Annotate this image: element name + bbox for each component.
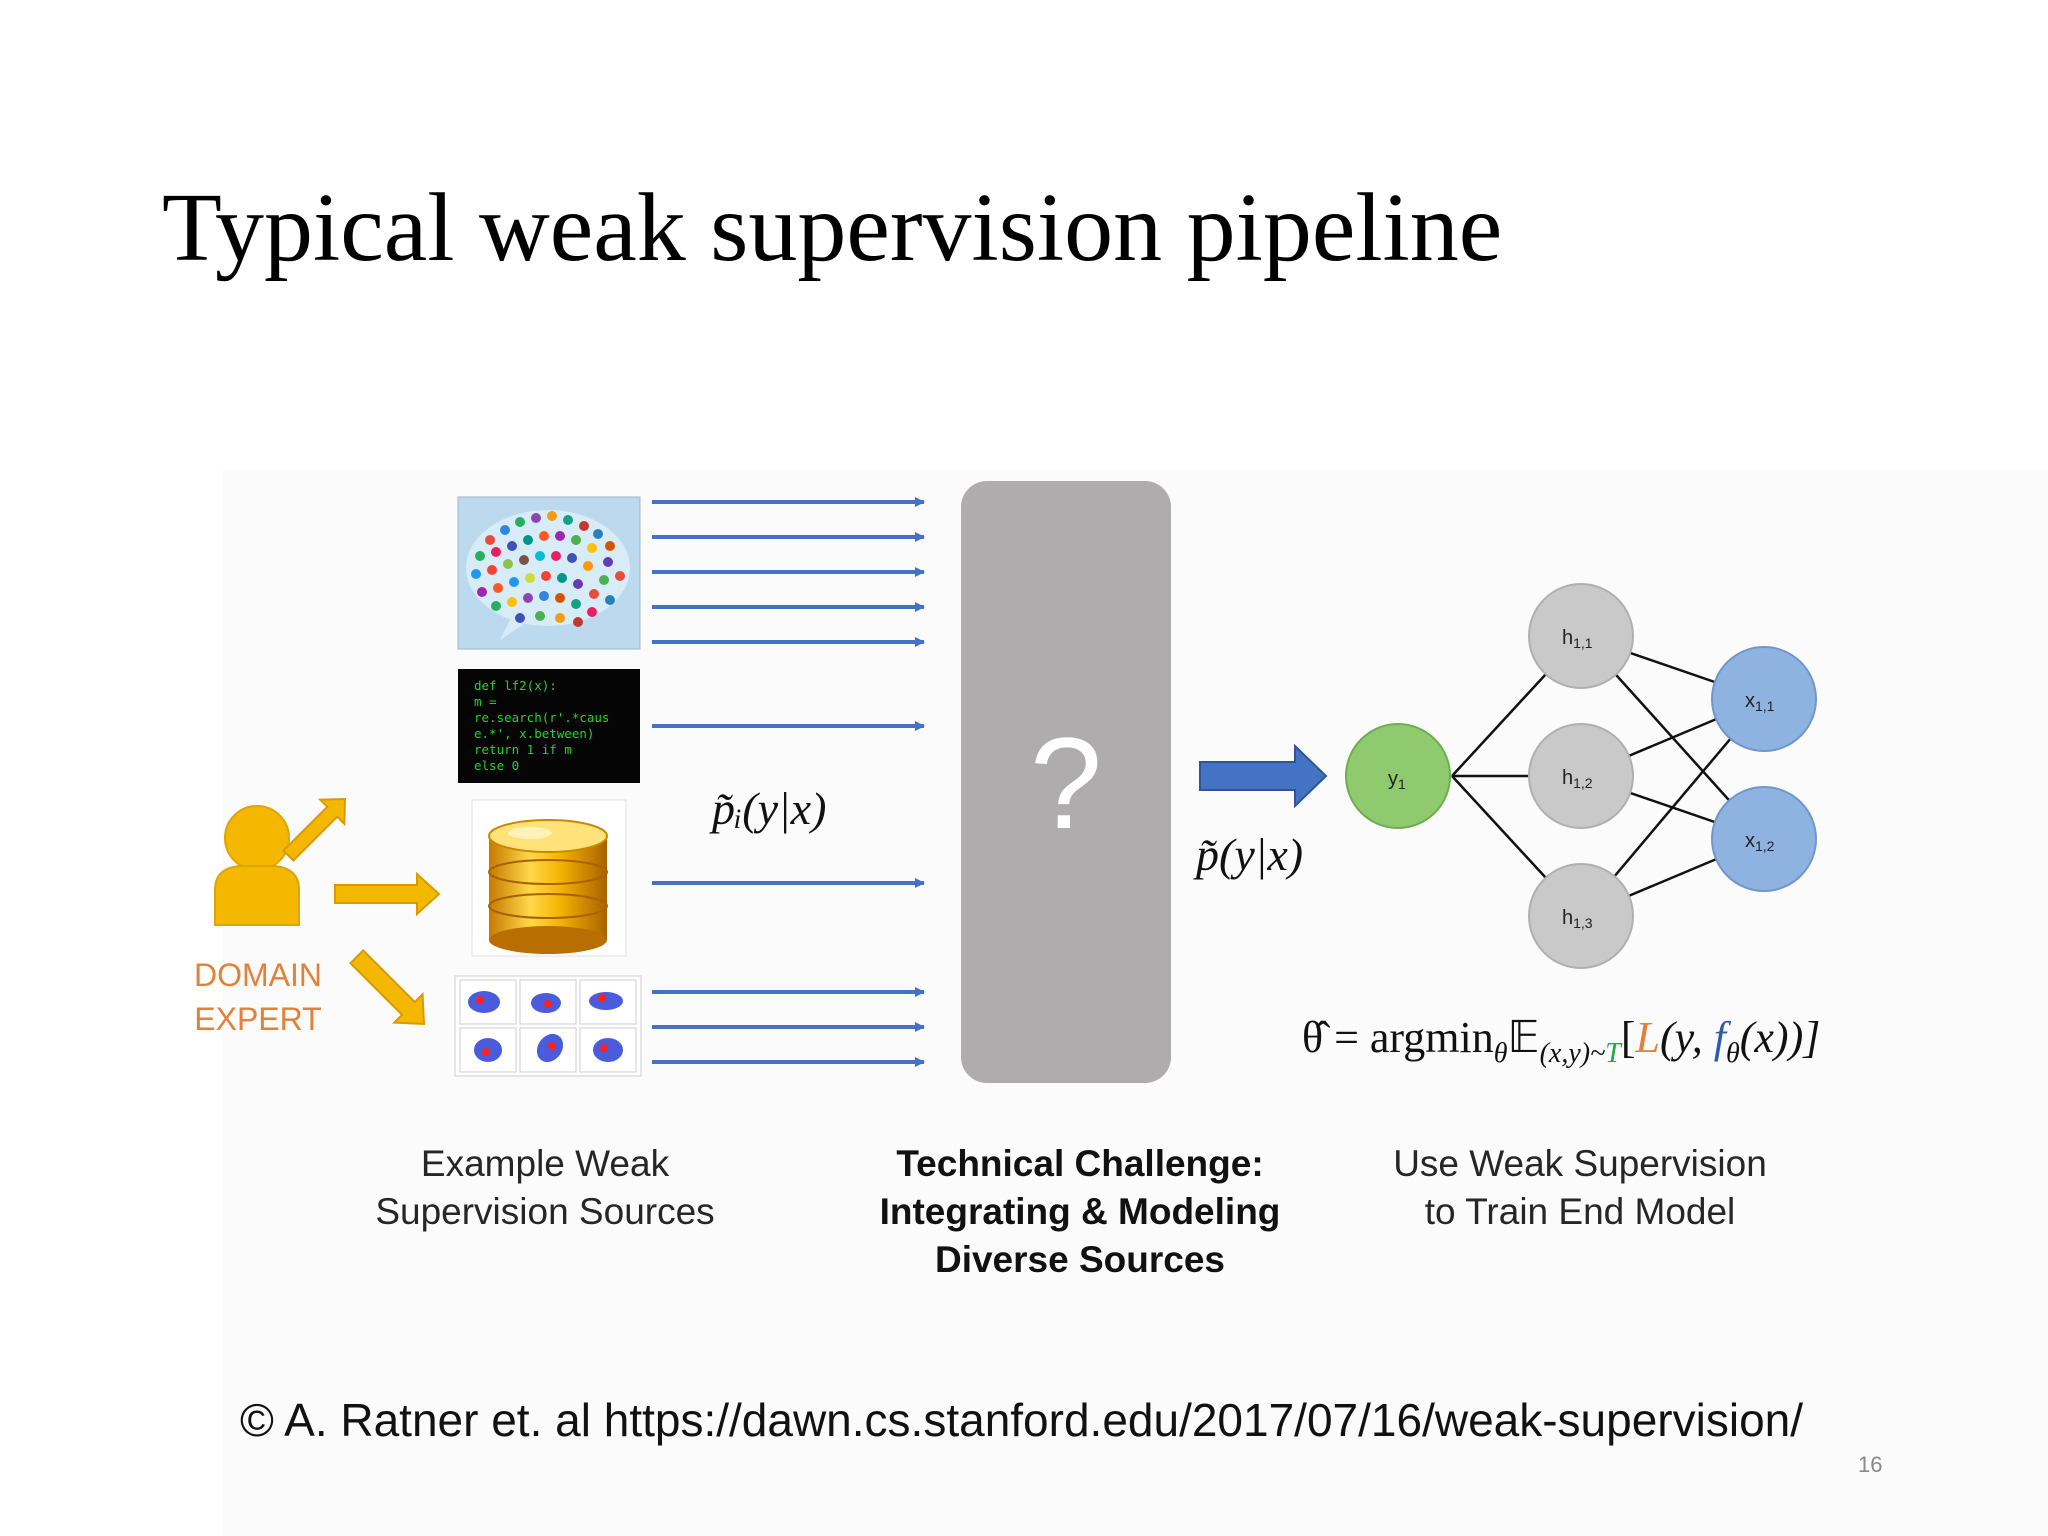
code-line: return 1 if m (474, 742, 572, 757)
formula-close: (x))] (1739, 1013, 1821, 1062)
yellow-arrow-up-icon (282, 797, 347, 862)
credit-line: © A. Ratner et. al https://dawn.cs.stanf… (240, 1394, 1804, 1446)
formula-sub-theta: θ (1493, 1037, 1508, 1069)
page-number: 16 (1858, 1452, 1883, 1477)
caption-sources-line2: Supervision Sources (375, 1191, 715, 1232)
svg-text:h1,2: h1,2 (1562, 767, 1593, 791)
svg-text:h1,3: h1,3 (1562, 907, 1593, 931)
person-icon (214, 805, 300, 926)
caption-challenge: Technical Challenge: Integrating & Model… (860, 1140, 1300, 1284)
node-y1: y1 (1345, 723, 1451, 829)
crowd-speech-bubble-image (457, 496, 641, 650)
source-arrows (652, 497, 925, 1067)
scatter-plots-image (454, 975, 642, 1077)
domain-expert-line1: DOMAIN (194, 957, 322, 993)
node-h12: h1,2 (1528, 723, 1634, 829)
formula-f: f (1713, 1013, 1726, 1062)
caption-end-model: Use Weak Supervision to Train End Model (1340, 1140, 1820, 1236)
formula-sub-theta-2: θ (1725, 1037, 1740, 1069)
domain-expert-line2: EXPERT (194, 1001, 322, 1037)
code-line: m = (474, 694, 497, 709)
code-line: e.*', x.between) (474, 726, 594, 741)
question-mark: ? (1030, 710, 1102, 856)
domain-expert-label: DOMAIN EXPERT (168, 953, 348, 1041)
yellow-arrow-down-icon (349, 949, 426, 1026)
caption-end-model-line2: to Train End Model (1424, 1191, 1736, 1232)
challenge-box: ? (961, 481, 1171, 1083)
svg-text:y1: y1 (1388, 768, 1406, 792)
caption-sources: Example Weak Supervision Sources (340, 1140, 750, 1236)
yellow-arrow-right-icon (334, 871, 441, 917)
svg-text:x1,1: x1,1 (1745, 690, 1775, 714)
caption-challenge-line3: Diverse Sources (934, 1239, 1225, 1280)
svg-text:h1,1: h1,1 (1562, 627, 1593, 651)
code-line: else 0 (474, 758, 519, 773)
caption-challenge-line1: Technical Challenge: (896, 1143, 1264, 1184)
caption-challenge-line2: Integrating & Modeling (879, 1191, 1281, 1232)
node-x12: x1,2 (1711, 786, 1817, 892)
database-cylinder-image (471, 799, 627, 957)
code-snippet-image: def lf2(x): m = re.search(r'.*caus e.*',… (458, 669, 640, 783)
caption-sources-line1: Example Weak (420, 1143, 670, 1184)
pi-label: p̃ᵢ(y|x) (712, 783, 827, 834)
code-line: def lf2(x): (474, 678, 557, 693)
slide-title: Typical weak supervision pipeline (162, 174, 1503, 282)
big-blue-arrow-icon (1199, 743, 1328, 809)
formula-L: L (1635, 1013, 1660, 1062)
node-x11: x1,1 (1711, 646, 1817, 752)
formula-lhs: θ̂ = argmin (1302, 1013, 1494, 1062)
svg-text:x1,2: x1,2 (1745, 830, 1775, 854)
formula-expectation: 𝔼 (1507, 1013, 1540, 1062)
objective-formula: θ̂ = argminθ𝔼(x,y)~T[L(y, fθ(x))] (1302, 1012, 1820, 1070)
formula-mid: (y, (1659, 1013, 1714, 1062)
formula-open: [ (1620, 1013, 1636, 1062)
caption-end-model-line1: Use Weak Supervision (1393, 1143, 1767, 1184)
formula-sub-xy: (x,y)~ (1539, 1037, 1606, 1069)
formula-T: T (1605, 1037, 1621, 1069)
node-h13: h1,3 (1528, 863, 1634, 969)
code-line: re.search(r'.*caus (474, 710, 609, 725)
node-h11: h1,1 (1528, 583, 1634, 689)
p-label: p̃(y|x) (1196, 829, 1304, 880)
